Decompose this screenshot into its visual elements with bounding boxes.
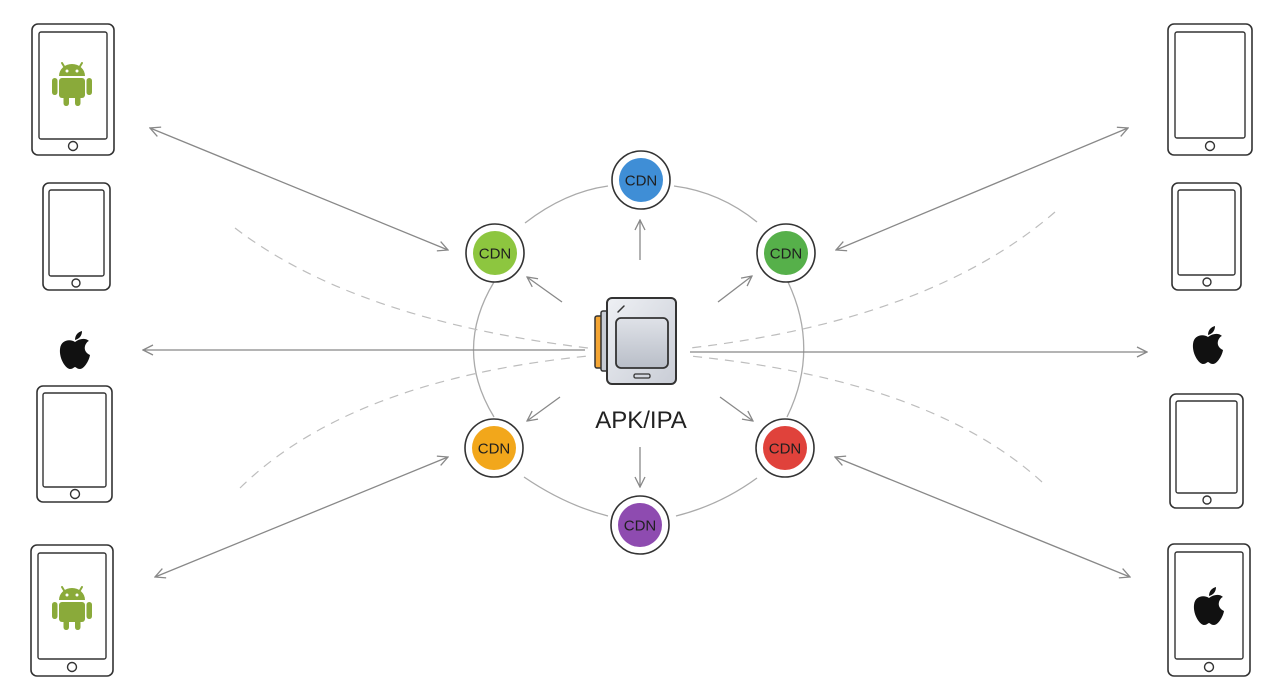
apple-icon [1192, 326, 1223, 364]
cdn-node-lower-left: CDN [464, 418, 524, 478]
cdn-node-upper-right: CDN [756, 223, 816, 283]
dashed-curve [689, 211, 1056, 349]
cdn-node-label: CDN [769, 441, 802, 458]
cdn-node-upper-left: CDN [465, 223, 525, 283]
apple-tablet-device [1167, 543, 1251, 677]
phone-device [42, 182, 111, 291]
cdn-node-fill [472, 426, 516, 470]
arrow-line [835, 457, 1130, 577]
cdn-node-top: CDN [611, 150, 671, 210]
ring-arc [523, 476, 609, 517]
phone-device [1171, 182, 1242, 291]
apple-icon [59, 331, 90, 369]
arrow-line [155, 457, 448, 577]
tablet-device [1167, 23, 1253, 156]
cdn-node-label: CDN [770, 246, 803, 263]
arrow-line [836, 128, 1128, 250]
center-package: APK/IPA [594, 297, 687, 434]
arrow-line [719, 396, 753, 421]
arrow-line [527, 396, 561, 421]
right-device-column [1167, 23, 1253, 677]
phone-device [1169, 393, 1244, 509]
dashed-curve [239, 355, 589, 489]
arrow-line [150, 128, 448, 250]
dashed-curve [689, 355, 1043, 483]
ring-arc [673, 185, 758, 223]
android-tablet-device [31, 23, 115, 156]
cdn-node-fill [764, 231, 808, 275]
cdn-node-label: CDN [478, 441, 511, 458]
cdn-node-fill [619, 158, 663, 202]
left-device-column [30, 23, 115, 677]
android-tablet-device [30, 544, 114, 677]
cdn-node-label: CDN [624, 518, 657, 535]
dashed-curve [234, 227, 589, 349]
dashed-curves [234, 211, 1056, 489]
cdn-node-label: CDN [625, 173, 658, 190]
ring-arc [786, 281, 805, 418]
cdn-nodes: CDN CDN CDN CDN CDN CDN [464, 150, 816, 555]
cdn-node-lower-right: CDN [755, 418, 815, 478]
arrow-lines [143, 128, 1147, 577]
arrow-line [717, 276, 752, 303]
cdn-node-label: CDN [479, 246, 512, 263]
connection-lines [143, 128, 1147, 577]
ring-arc [675, 477, 758, 517]
cdn-node-fill [618, 503, 662, 547]
arrow-line [527, 277, 563, 303]
tablet-device [36, 385, 113, 503]
package-icon [594, 297, 677, 385]
cdn-node-bottom: CDN [610, 495, 670, 555]
package-label: APK/IPA [595, 407, 687, 434]
cdn-node-fill [473, 231, 517, 275]
cdn-node-fill [763, 426, 807, 470]
ring-arc [524, 185, 609, 224]
